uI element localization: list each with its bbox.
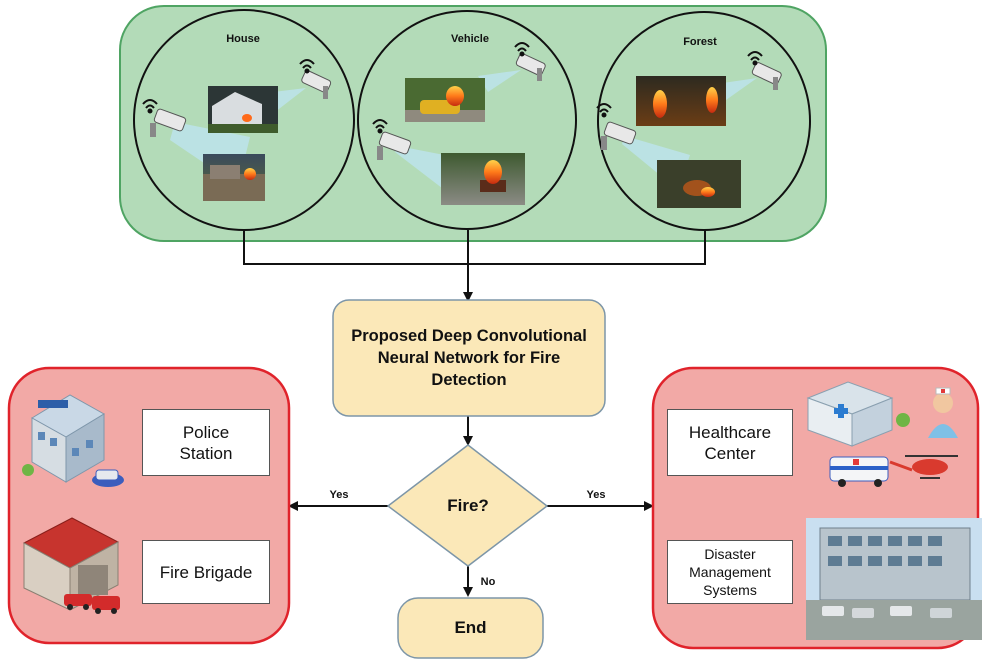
police-station-icon: [22, 394, 124, 487]
wifi-icon: [142, 99, 158, 114]
wifi-icon: [514, 42, 530, 57]
cnn-process-label: Proposed Deep Convolutional Neural Netwo…: [351, 327, 587, 389]
police-station-box: Police Station: [142, 409, 270, 476]
edge-label-yes: Yes: [587, 489, 606, 501]
house-fire-photo: [208, 86, 278, 133]
hospital-icon: [806, 381, 910, 447]
forest-label: Forest: [683, 36, 717, 48]
end-node: [397, 597, 544, 659]
fire-decision-node: [386, 444, 549, 567]
vehicle-fire-photo: [441, 153, 525, 205]
house-label: House: [226, 33, 260, 45]
edge-label-no: No: [481, 576, 496, 588]
end-label: End: [454, 618, 487, 637]
decision-label: Fire?: [447, 496, 489, 515]
doctor-icon: [928, 387, 958, 438]
wifi-icon: [299, 59, 315, 74]
fire-station-icon: [22, 517, 120, 614]
vehicle-label: Vehicle: [451, 33, 489, 45]
helicopter-icon: [889, 455, 958, 479]
cctv-camera-icon: [478, 53, 546, 92]
cctv-camera-icon: [716, 62, 782, 100]
vehicle-scene-circle: [357, 10, 577, 230]
wifi-icon: [596, 103, 612, 118]
vehicle-fire-photo: [405, 78, 485, 122]
fire-brigade-box: Fire Brigade: [142, 540, 270, 604]
wifi-icon: [747, 51, 763, 66]
healthcare-center-box: Healthcare Center: [667, 409, 793, 476]
forest-fire-photo: [636, 76, 726, 126]
disaster-management-box: Disaster Management Systems: [667, 540, 793, 604]
wifi-icon: [372, 119, 388, 134]
house-fire-photo: [203, 154, 265, 201]
edge-label-yes: Yes: [330, 489, 349, 501]
ambulance-icon: [829, 456, 889, 487]
cnn-process-node: [332, 299, 606, 417]
scene-merge-line: [243, 230, 706, 265]
camera-scenes-panel: [119, 5, 827, 242]
forest-fire-photo: [657, 160, 741, 208]
disaster-management-building-photo: [806, 518, 982, 640]
